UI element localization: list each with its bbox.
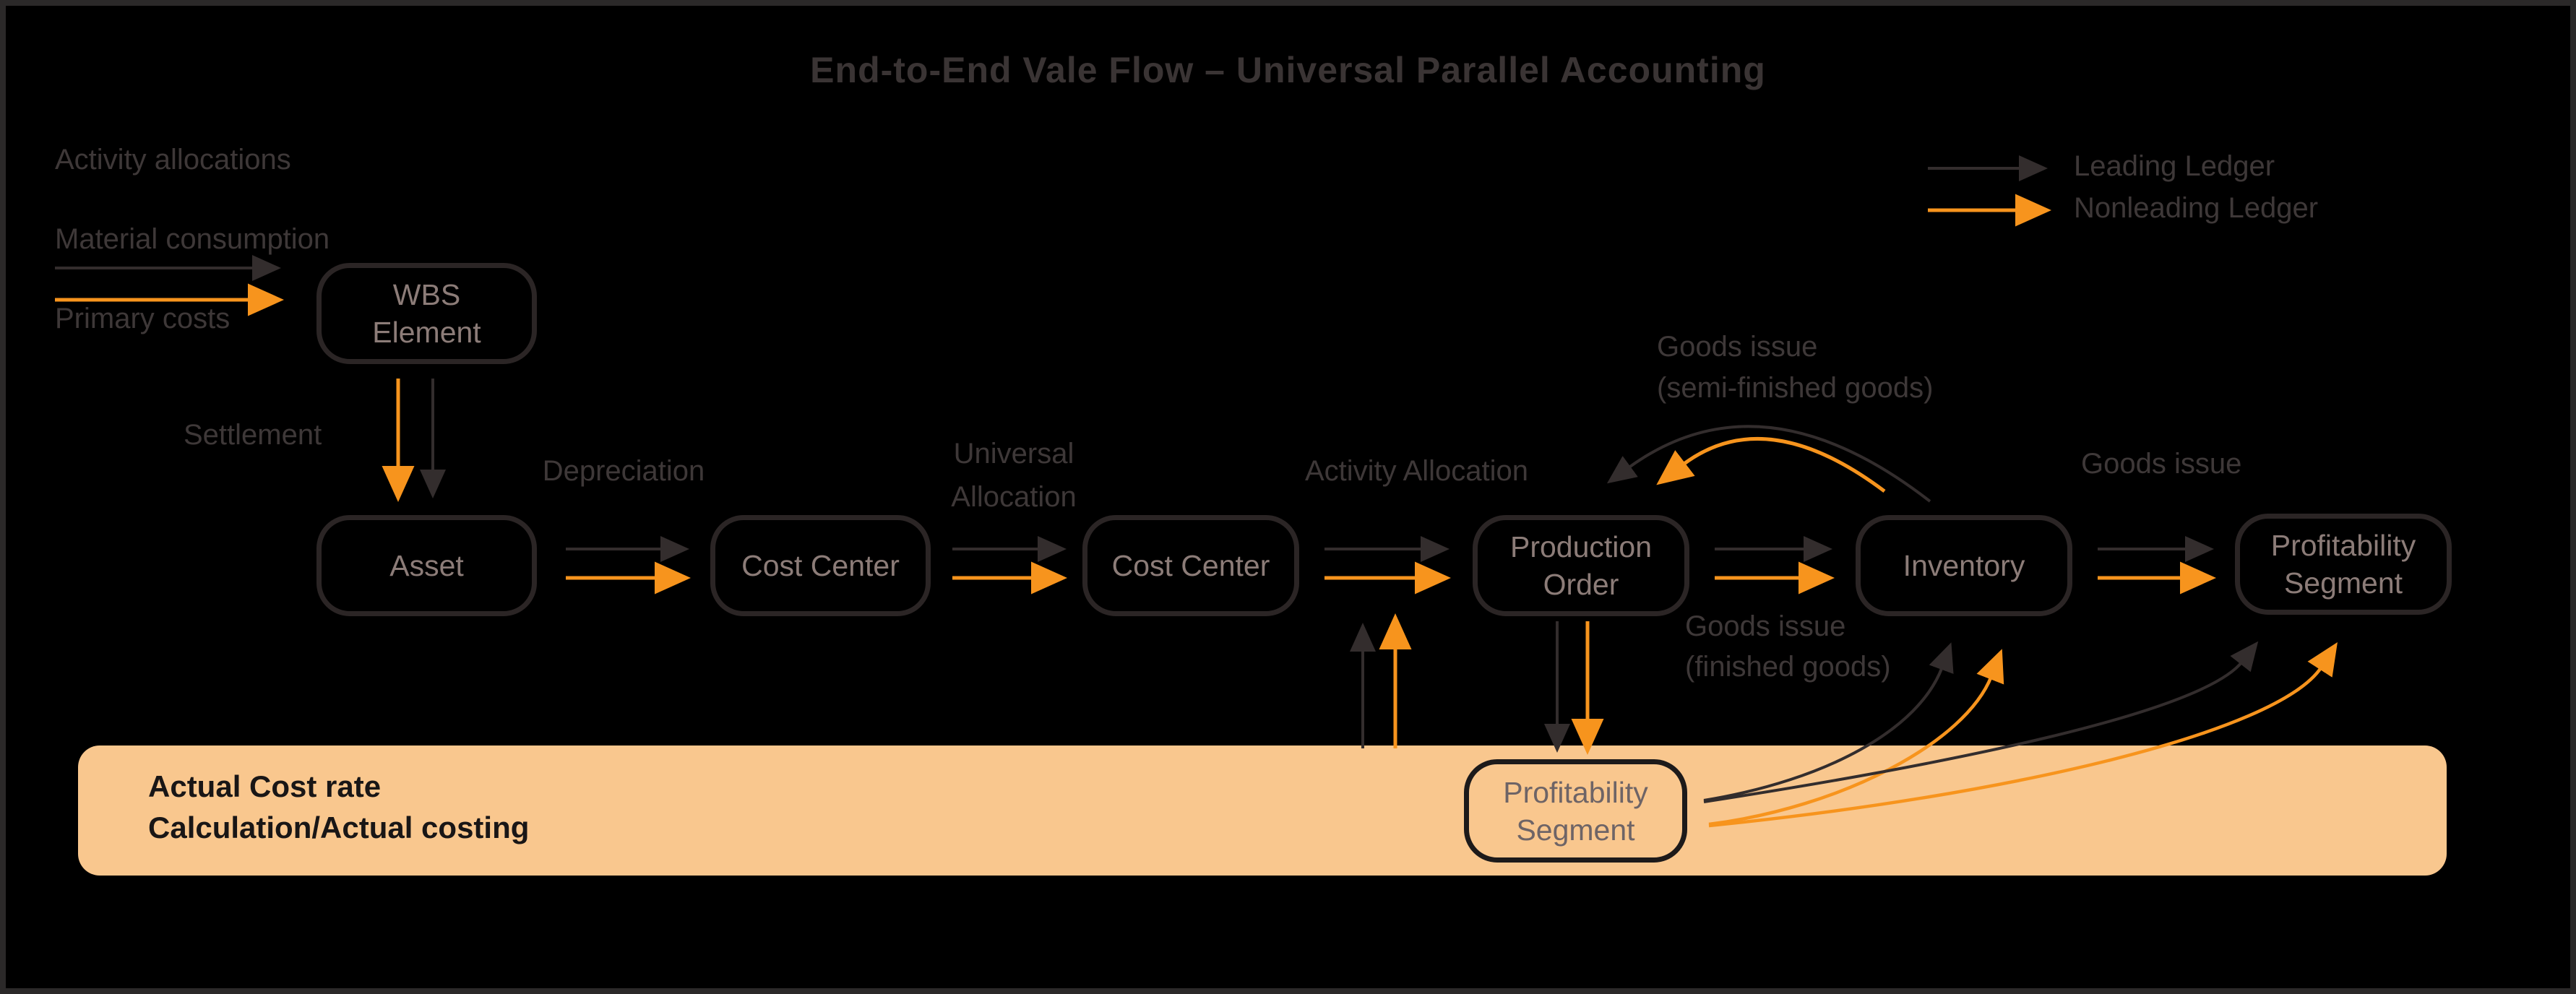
- node-production-order: Production Order: [1473, 515, 1689, 616]
- goods-issue-finished-label: Goods issue (finished goods): [1685, 610, 1891, 683]
- input-line-primary: Primary costs: [55, 303, 231, 334]
- goods-issue-semi-curve-nonleading: [1656, 436, 1886, 493]
- depreciation-label: Depreciation: [542, 455, 705, 487]
- goods-issue-semi-curve-leading: [1606, 425, 1931, 503]
- node-wbs-element: WBS Element: [316, 263, 537, 364]
- node-inventory: Inventory: [1856, 515, 2072, 616]
- input-line-activity: Activity allocations: [55, 144, 291, 176]
- node-cost-center-2: Cost Center: [1082, 515, 1299, 616]
- node-profitability-segment: Profitability Segment: [2235, 514, 2452, 615]
- settlement-label: Settlement: [184, 419, 322, 451]
- node-cost-center-1: Cost Center: [710, 515, 931, 616]
- legend-nonleading-ledger-label: Nonleading Ledger: [2074, 192, 2319, 224]
- goods-issue-semi-finished-label: Goods issue (semi-finished goods): [1657, 331, 1934, 404]
- input-cost-flows-label: Activity allocations Material consumptio…: [55, 140, 329, 339]
- goods-issue-label: Goods issue: [2081, 448, 2242, 480]
- universal-allocation-label: Universal Allocation: [951, 438, 1077, 513]
- actual-costing-band-label: Actual Cost rate Calculation/Actual cost…: [148, 769, 530, 844]
- page-title: End-to-End Vale Flow – Universal Paralle…: [810, 50, 1766, 90]
- node-profitability-segment-actual: Profitability Segment: [1464, 759, 1687, 863]
- node-asset: Asset: [316, 515, 537, 616]
- legend-leading-ledger-label: Leading Ledger: [2074, 150, 2275, 182]
- activity-allocation-label: Activity Allocation: [1304, 455, 1529, 487]
- input-line-material: Material consumption: [55, 223, 330, 255]
